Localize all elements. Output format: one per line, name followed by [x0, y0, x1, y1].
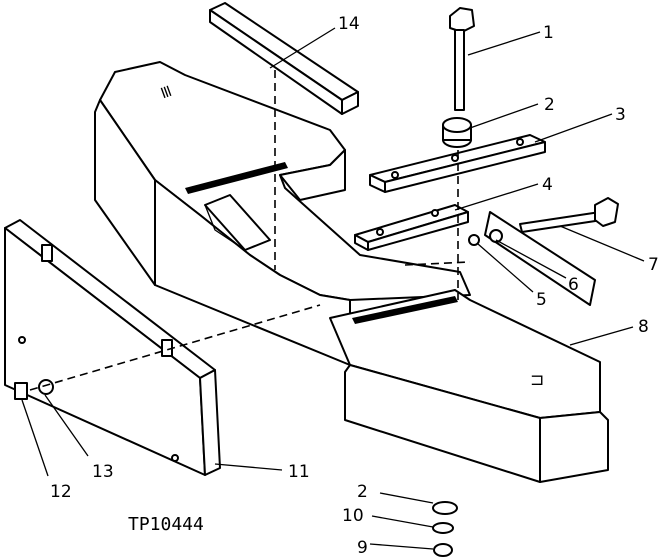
callout-2-lower: 2: [357, 482, 368, 502]
callout-9: 9: [357, 538, 368, 558]
part-13-washer: [38, 379, 54, 395]
callout-10: 10: [342, 506, 364, 526]
part-2-nut-upper: [442, 117, 472, 148]
part-14-bar: [209, 2, 359, 115]
part-7-bolt: [519, 197, 619, 233]
callout-8: 8: [638, 317, 649, 337]
part-4-plate: [354, 204, 469, 251]
alignment-lines: [29, 70, 471, 391]
weight-bracket-body: ≡: [94, 61, 471, 366]
part-10-washer: [432, 522, 454, 534]
leader-lines: [21, 27, 645, 550]
callout-6: 6: [568, 275, 579, 295]
part-6-plate: [484, 211, 596, 306]
callout-3: 3: [615, 105, 626, 125]
part-9-nut: [433, 543, 453, 557]
part-11-side-panel: [4, 219, 221, 476]
part-3-plate: [369, 134, 546, 193]
part-2-nut-lower: [432, 501, 458, 515]
callout-11: 11: [288, 462, 310, 482]
callout-4: 4: [542, 175, 553, 195]
callout-14: 14: [338, 14, 360, 34]
callout-2-upper: 2: [544, 95, 555, 115]
svg-text:≡: ≡: [154, 82, 178, 102]
callout-7: 7: [648, 255, 659, 275]
part-12-nut: [14, 382, 28, 400]
callout-1: 1: [543, 23, 554, 43]
part-5-washer: [468, 234, 480, 246]
callout-13: 13: [92, 462, 114, 482]
part-8-weight: ⊐: [329, 289, 609, 483]
figure-id: TP10444: [128, 514, 204, 535]
part-1-bolt: [449, 7, 475, 111]
svg-text:⊐: ⊐: [530, 370, 544, 390]
callouts: 1 2 3 4 5 6 7 8 2 10 9 11 12 13 14: [50, 14, 659, 558]
callout-12: 12: [50, 482, 72, 502]
callout-5: 5: [536, 290, 547, 310]
